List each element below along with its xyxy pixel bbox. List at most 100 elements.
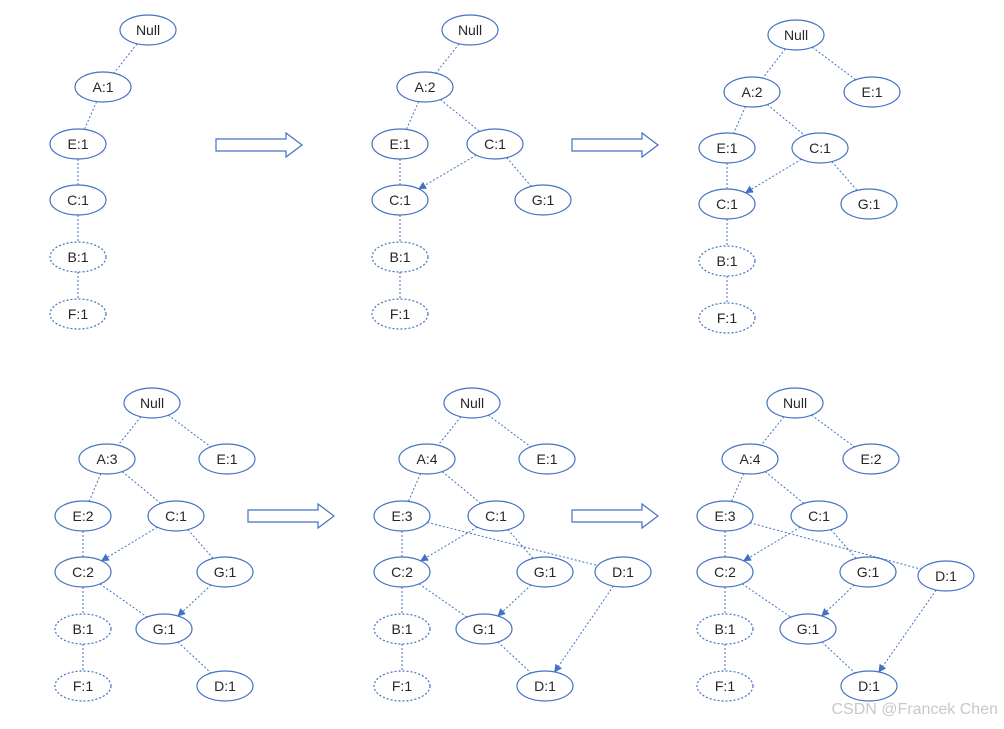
tree-edge-a-e xyxy=(405,101,420,130)
tree-node: F:1 xyxy=(373,670,431,702)
node-ellipse xyxy=(698,132,756,164)
node-label: F:1 xyxy=(715,678,735,694)
tree-node: C:1 xyxy=(790,500,848,532)
node-ellipse xyxy=(123,387,181,419)
node-ellipse xyxy=(373,556,431,588)
node-ellipse xyxy=(698,245,756,277)
node-ellipse xyxy=(396,71,454,103)
tree-node: G:1 xyxy=(196,556,254,588)
tree-node: D:1 xyxy=(917,560,975,592)
node-label: G:1 xyxy=(473,621,496,637)
tree-node: Null xyxy=(767,19,825,51)
node-ellipse xyxy=(767,19,825,51)
tree-edge-g2-d xyxy=(821,641,856,674)
tree-edge-c2-g xyxy=(187,529,214,559)
node-ellipse xyxy=(371,184,429,216)
tree-node: B:1 xyxy=(698,245,756,277)
node-label: C:1 xyxy=(389,192,411,208)
node-label: C:1 xyxy=(808,508,830,524)
tree-edge-a-c2 xyxy=(440,99,480,132)
node-label: G:1 xyxy=(857,564,880,580)
tree-node: A:2 xyxy=(396,71,454,103)
node-label: G:1 xyxy=(858,196,881,212)
node-ellipse xyxy=(766,387,824,419)
node-ellipse xyxy=(779,613,837,645)
node-ellipse xyxy=(54,556,112,588)
tree-node: Null xyxy=(443,387,501,419)
tree-node: Null xyxy=(119,14,177,46)
node-ellipse xyxy=(147,500,205,532)
node-label: C:1 xyxy=(67,192,89,208)
node-ellipse xyxy=(49,128,107,160)
tree-node: B:1 xyxy=(373,613,431,645)
tree-edge-c-g2 xyxy=(99,583,148,618)
tree-node: A:1 xyxy=(74,71,132,103)
tree-node: C:2 xyxy=(373,556,431,588)
tree-node: B:1 xyxy=(371,241,429,273)
tree-edge-null-e2 xyxy=(168,414,211,448)
tree-node: F:1 xyxy=(696,670,754,702)
node-ellipse xyxy=(196,556,254,588)
tree-node: F:1 xyxy=(49,298,107,330)
node-ellipse xyxy=(514,184,572,216)
tree-edge-a-e xyxy=(83,101,98,130)
tree-edge-null-a xyxy=(437,416,462,446)
node-ellipse xyxy=(696,556,754,588)
node-ellipse xyxy=(516,556,574,588)
node-label: F:1 xyxy=(717,310,737,326)
tree-edge-null-a xyxy=(117,416,142,446)
node-label: B:1 xyxy=(714,621,735,637)
node-link-arrow-d2-d xyxy=(878,589,937,673)
tree-edge-null-e2 xyxy=(811,414,855,448)
node-link-arrow-g-g2 xyxy=(177,584,212,617)
node-ellipse xyxy=(518,443,576,475)
tree-node: E:1 xyxy=(198,443,256,475)
node-label: B:1 xyxy=(72,621,93,637)
tree-node: G:1 xyxy=(516,556,574,588)
tree-node: C:1 xyxy=(466,128,524,160)
tree-edge-c2-g xyxy=(831,161,858,191)
node-label: E:1 xyxy=(216,451,237,467)
node-ellipse xyxy=(373,500,431,532)
node-label: D:1 xyxy=(612,564,634,580)
node-ellipse xyxy=(443,387,501,419)
node-label: G:1 xyxy=(532,192,555,208)
tree-edge-g2-d xyxy=(497,641,532,674)
tree-node: A:2 xyxy=(723,76,781,108)
node-ellipse xyxy=(455,613,513,645)
node-link-arrow-g-g2 xyxy=(821,584,855,617)
node-ellipse xyxy=(840,188,898,220)
node-ellipse xyxy=(839,556,897,588)
node-ellipse xyxy=(196,670,254,702)
node-label: D:1 xyxy=(214,678,236,694)
node-label: G:1 xyxy=(534,564,557,580)
node-link-arrow-c2-c xyxy=(420,526,478,562)
node-label: E:1 xyxy=(861,84,882,100)
node-label: E:3 xyxy=(714,508,735,524)
tree-edge-c2-g xyxy=(506,157,532,187)
node-ellipse xyxy=(135,613,193,645)
node-label: A:2 xyxy=(741,84,762,100)
node-ellipse xyxy=(54,670,112,702)
node-ellipse xyxy=(49,298,107,330)
tree-node: F:1 xyxy=(371,298,429,330)
tree-node: A:4 xyxy=(721,443,779,475)
tree-node: G:1 xyxy=(135,613,193,645)
node-label: C:2 xyxy=(72,564,94,580)
node-label: B:1 xyxy=(716,253,737,269)
tree-node: B:1 xyxy=(696,613,754,645)
node-label: C:1 xyxy=(484,136,506,152)
tree-node: A:4 xyxy=(398,443,456,475)
tree-node: D:1 xyxy=(840,670,898,702)
tree-edge-null-a xyxy=(760,416,785,446)
node-ellipse xyxy=(698,302,756,334)
node-label: G:1 xyxy=(153,621,176,637)
tree-node: G:1 xyxy=(514,184,572,216)
tree-edge-a-c2 xyxy=(764,471,805,504)
node-label: B:1 xyxy=(391,621,412,637)
tree-node: E:2 xyxy=(842,443,900,475)
node-label: B:1 xyxy=(67,249,88,265)
node-ellipse xyxy=(198,443,256,475)
